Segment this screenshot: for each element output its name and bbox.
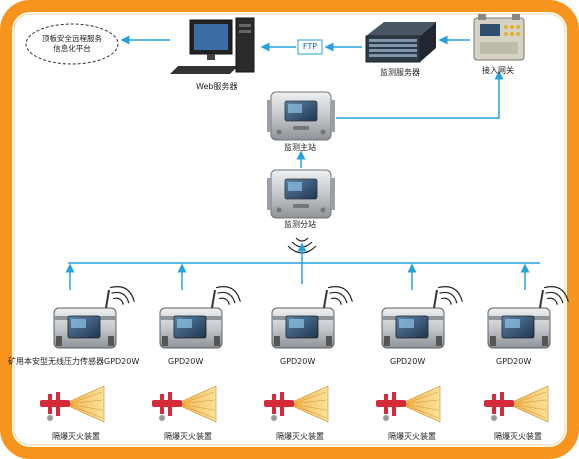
platform-line1: 顶板安全远程服务 — [42, 34, 102, 43]
sub-station-icon — [266, 169, 336, 219]
sensor-label-3: GPD20W — [280, 357, 316, 366]
gateway-label: 接入网关 — [482, 66, 514, 75]
extinguisher-label-2: 隔爆灭火装置 — [164, 432, 212, 441]
sensor-label-5: GPD20W — [496, 357, 532, 366]
bus-arrows — [65, 263, 530, 290]
platform-line2: 信息化平台 — [53, 44, 91, 53]
extinguisher-label-1: 隔爆灭火装置 — [52, 432, 100, 441]
platform-label: 顶板安全远程服务 信息化平台 — [30, 34, 114, 54]
monitor-server-icon — [365, 22, 436, 63]
extinguisher-label-3: 隔爆灭火装置 — [276, 432, 324, 441]
sub-station-label: 监测分站 — [284, 220, 316, 229]
web-server-label: Web服务器 — [196, 82, 238, 91]
extinguisher-label-4: 隔爆灭火装置 — [388, 432, 436, 441]
sensor-label-2: GPD20W — [168, 357, 204, 366]
ftp-box — [297, 39, 323, 55]
ftp-label: FTP — [302, 42, 318, 51]
platform-cloud — [25, 23, 119, 65]
sensor-label-1: 矿用本安型无线压力传感器GPD20W — [8, 357, 140, 366]
link-main-to-gateway — [336, 70, 504, 119]
extinguisher-label-5: 隔爆灭火装置 — [494, 432, 542, 441]
monitor-server-label: 监测服务器 — [380, 68, 420, 77]
gateway-icon — [473, 14, 525, 61]
main-station-label: 监测主站 — [284, 143, 316, 152]
main-station-icon — [266, 91, 336, 141]
sensor-label-4: GPD20W — [390, 357, 426, 366]
web-server-icon — [170, 17, 255, 74]
